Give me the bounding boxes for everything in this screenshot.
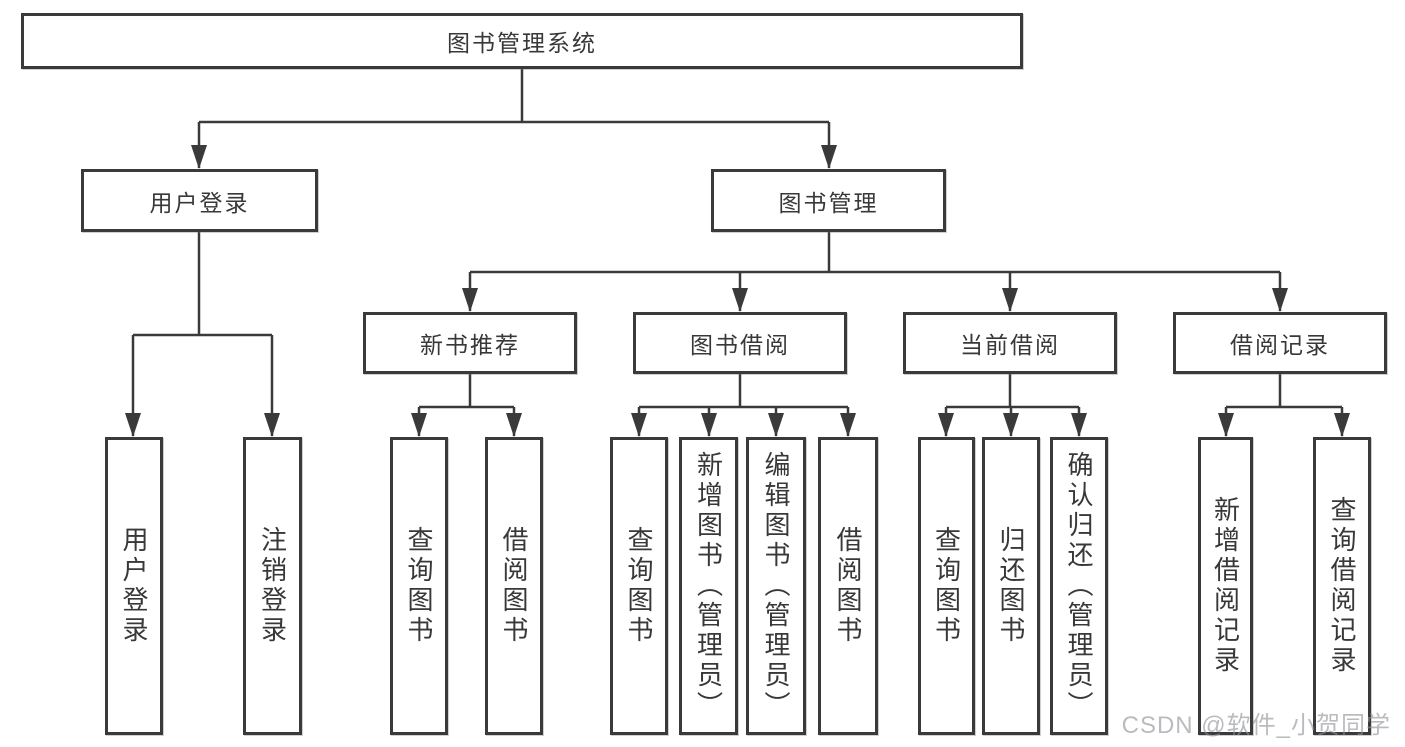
node-label: 图书管理系统	[447, 30, 597, 56]
leaf-add-book-admin: 新增图书（管理员）	[679, 437, 738, 735]
leaf-borrow-books-borrow: 借阅图书	[818, 437, 878, 735]
node-label: 新增借阅记录	[1210, 496, 1241, 676]
node-label: 用户登录	[119, 526, 149, 646]
leaf-confirm-return-admin: 确认归还（管理员）	[1050, 437, 1108, 735]
node-label: 查询图书	[931, 526, 962, 646]
leaf-edit-book-admin: 编辑图书（管理员）	[746, 437, 806, 735]
node-label: 图书借阅	[690, 332, 790, 358]
leaf-user-login: 用户登录	[105, 437, 163, 735]
csdn-watermark: CSDN @软件_小贺同学	[1121, 712, 1391, 739]
node-label: 新书推荐	[420, 332, 520, 358]
node-book-management: 图书管理	[711, 169, 946, 232]
node-borrowing-records: 借阅记录	[1173, 312, 1387, 374]
leaf-query-books-current: 查询图书	[918, 437, 975, 735]
node-label: 确认归还（管理员）	[1064, 451, 1094, 721]
node-label: 当前借阅	[960, 332, 1060, 358]
node-label: 借阅图书	[833, 526, 863, 646]
node-label: 查询图书	[404, 526, 434, 646]
leaf-query-books-recommend: 查询图书	[390, 437, 448, 735]
node-user-login: 用户登录	[81, 169, 318, 232]
node-label: 注销登录	[257, 526, 288, 646]
node-label: 图书管理	[778, 189, 879, 216]
node-label: 借阅图书	[499, 526, 529, 646]
node-label: 用户登录	[149, 189, 250, 216]
node-label: 编辑图书（管理员）	[761, 451, 791, 721]
node-label: 查询借阅记录	[1327, 496, 1357, 676]
leaf-return-books: 归还图书	[982, 437, 1040, 735]
node-label: 归还图书	[996, 526, 1026, 646]
node-label: 借阅记录	[1230, 332, 1330, 358]
node-new-book-recommendation: 新书推荐	[363, 312, 577, 374]
node-current-borrowing: 当前借阅	[903, 312, 1117, 374]
node-book-borrowing: 图书借阅	[633, 312, 847, 374]
leaf-query-books-borrow: 查询图书	[610, 437, 668, 735]
leaf-query-borrow-record: 查询借阅记录	[1313, 437, 1371, 735]
leaf-add-borrow-record: 新增借阅记录	[1198, 437, 1253, 735]
leaf-logout-login: 注销登录	[243, 437, 302, 735]
node-label: 新增图书（管理员）	[693, 451, 724, 721]
leaf-borrow-books-recommend: 借阅图书	[485, 437, 543, 735]
node-label: 查询图书	[624, 526, 654, 646]
node-library-system-root: 图书管理系统	[21, 13, 1023, 69]
